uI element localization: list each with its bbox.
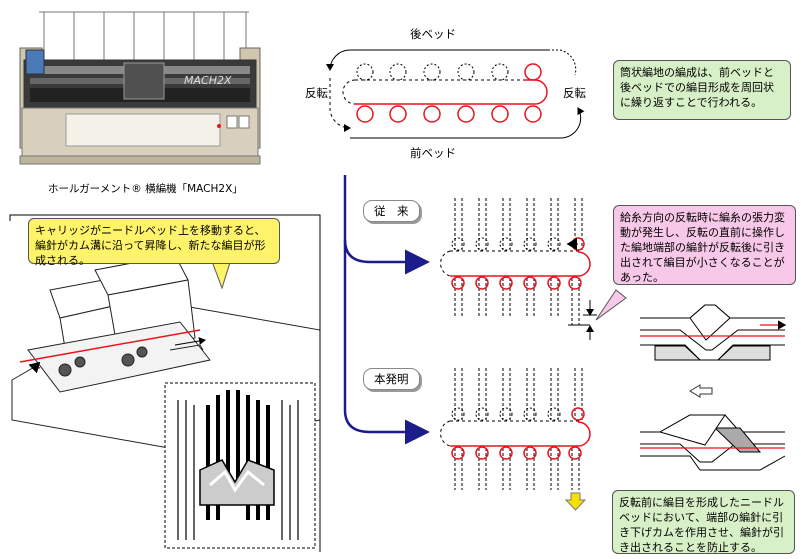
needle-closeup <box>177 390 299 540</box>
front-bed-label: 前ベッド <box>410 146 456 160</box>
direction-left-arrow-icon <box>689 384 713 398</box>
machine-brand-logo: MACH2X <box>184 74 232 87</box>
reverse-left-label: 反転 <box>305 86 328 100</box>
invention-needles <box>454 368 583 490</box>
pull-down-arrow-icon <box>564 492 587 511</box>
note-carriage: キャリッジがニードルベッド上を移動すると、編針がカム溝に沿って昇降し、新たな編目… <box>28 218 280 267</box>
note-tubular-knitting: 筒状編地の編成は、前ベッドと後ベッドでの編目形成を周回状に繰り返すことで行われる… <box>613 60 791 120</box>
back-bed-label: 後ベッド <box>410 27 456 41</box>
cam-diagram-invention <box>640 414 786 471</box>
knitting-machine-illustration: MACH2X <box>14 8 264 173</box>
note-invention: 反転前に編目を形成したニードルベッドにおいて、端部の編針に引き下げカムを作用させ… <box>612 490 795 554</box>
carriage-illustration <box>11 254 321 451</box>
cam-diagram-conventional <box>638 304 787 368</box>
note-conventional-problem: 給糸方向の反転時に編糸の張力変動が発生し、反転の直前に操作した編地端部の編針が反… <box>613 205 796 285</box>
machine-caption: ホールガーメント® 横編機「MACH2X」 <box>48 183 243 195</box>
conventional-needles <box>454 198 583 318</box>
section-label-invention: 本発明 <box>363 368 420 390</box>
outer-direction-loop <box>326 49 585 139</box>
reverse-right-label: 反転 <box>563 86 586 100</box>
section-label-conventional: 従 来 <box>363 200 420 222</box>
